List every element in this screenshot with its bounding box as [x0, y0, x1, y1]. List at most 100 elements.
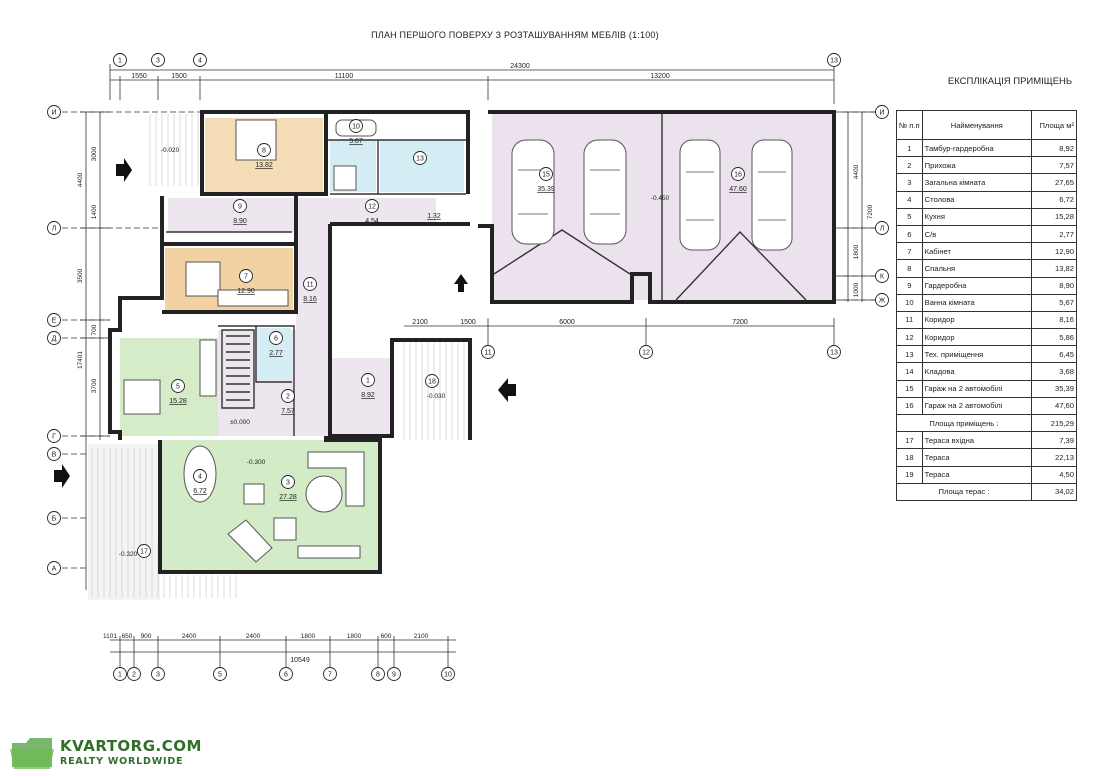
cell-no: 14 — [896, 362, 923, 381]
axis-bottom-7: 7 — [328, 672, 332, 679]
axis-garage-11: 11 — [484, 350, 491, 357]
arrow-garage — [454, 274, 468, 292]
car-2 — [583, 139, 627, 245]
room-r6-num-circle — [269, 331, 283, 345]
axis-garage-11-circle — [481, 345, 495, 359]
folder-front-icon — [10, 749, 54, 769]
room-r16-area: 47.60 — [729, 186, 747, 193]
car-1 — [511, 139, 555, 245]
room-r9-num-circle — [233, 199, 247, 213]
room-r10-num-circle — [349, 119, 363, 133]
axis-top-3-circle — [151, 53, 165, 67]
header-name: Найменування — [921, 110, 1032, 140]
cell-no: 18 — [896, 448, 923, 467]
level-floor: ±0.000 — [230, 419, 250, 426]
garage-dim-line — [487, 318, 835, 352]
entry-wall — [328, 330, 472, 440]
dim-right: 1000 — [853, 282, 860, 297]
axis-line-left-horizontal — [62, 111, 200, 569]
axis-bottom-3-circle — [151, 667, 165, 681]
walls — [108, 110, 836, 574]
level-terrace: -0.320 — [119, 551, 138, 558]
cell-name: Кабінет — [921, 242, 1032, 261]
cell-name: Коридор — [921, 328, 1032, 347]
level-living: -0.300 — [247, 459, 266, 466]
dim-bottom: 1101 — [103, 633, 117, 640]
dim-corridor: 1500 — [460, 319, 476, 326]
total-label: Площа приміщень : — [896, 413, 1032, 433]
room-r18-num: 18 — [428, 379, 436, 386]
tech-fill — [380, 140, 464, 192]
dim-bottom-total: 10549 — [290, 657, 310, 664]
arrow-north-entry — [116, 158, 132, 182]
kitchen-table — [123, 379, 161, 415]
room-r15-area: 35.39 — [537, 186, 555, 193]
dim-bottom: 2100 — [414, 633, 429, 640]
top-dim-line-1 — [109, 64, 835, 104]
room-r2-num: 2 — [286, 394, 290, 401]
sofa — [307, 451, 365, 507]
cell-no: 4 — [896, 190, 923, 209]
cell-name: Тераса — [921, 465, 1032, 484]
room-r13-num: 13 — [416, 156, 424, 163]
axis-left-3-circle — [47, 331, 61, 345]
axis-bottom-1-circle — [113, 667, 127, 681]
cell-area: 22,13 — [1030, 448, 1078, 467]
cell-name: Гараж на 2 автомобілі — [921, 379, 1032, 398]
room-r6-area: 2.77 — [269, 350, 283, 357]
room-r1-num-circle — [361, 373, 375, 387]
cell-no: 9 — [896, 276, 923, 295]
cell-area: 35,39 — [1030, 379, 1078, 398]
cell-no: 12 — [896, 328, 923, 347]
axis-line-right-horizontal — [834, 111, 876, 301]
room-r3-num-circle — [281, 475, 295, 489]
axis-bottom-9-circle — [387, 667, 401, 681]
cars — [511, 139, 793, 251]
room-r5-num: 5 — [176, 384, 180, 391]
axis-left-7-circle — [47, 561, 61, 575]
axis-left-6: Б — [52, 516, 57, 523]
cell-no: 19 — [896, 465, 923, 484]
armchair-1 — [243, 483, 265, 505]
dim-top: 1550 — [131, 73, 147, 80]
garage-outer-wall — [478, 110, 836, 304]
cell-name: Спальня — [921, 259, 1032, 278]
room-r8-num-circle — [257, 143, 271, 157]
axis-right-0: И — [879, 110, 884, 117]
room-r10-area: 5.67 — [349, 138, 363, 145]
cell-no: 6 — [896, 224, 923, 244]
axis-right-1: Л — [880, 226, 885, 233]
dim-bottom: 1800 — [347, 633, 362, 640]
explication-header-row: № п.п Найменування Площа м² — [896, 110, 1078, 140]
room-r5-area: 15.28 — [169, 398, 187, 405]
dim-left: 17401 — [77, 351, 84, 369]
room-r1-area: 8.92 — [361, 392, 375, 399]
house-north-wall — [200, 110, 470, 194]
rooms-total-row: Площа приміщень :215,29 — [896, 413, 1078, 433]
axis-left-4: Г — [52, 434, 56, 441]
dim-top: 11100 — [335, 73, 354, 80]
room-r11-num: 11 — [306, 282, 313, 289]
dim-left: 3000 — [91, 146, 98, 161]
arrow-south-entry — [54, 464, 70, 488]
cell-name: Гардеробна — [921, 276, 1032, 295]
axis-left-6-circle — [47, 511, 61, 525]
room-r2-area: 7.57 — [281, 408, 295, 415]
axis-left-2-circle — [47, 313, 61, 327]
entry-arrows — [54, 158, 516, 488]
dim-bottom: 1800 — [301, 633, 316, 640]
axis-left-4-circle — [47, 429, 61, 443]
header-no: № п.п — [896, 110, 923, 140]
axis-left-1-circle — [47, 221, 61, 235]
axis-right-2: К — [880, 274, 885, 281]
furniture — [123, 119, 377, 563]
dim-top: 13200 — [650, 73, 670, 80]
cell-area: 8,90 — [1030, 276, 1078, 295]
cell-no: 13 — [896, 345, 923, 364]
kitchen-counter — [199, 339, 217, 397]
